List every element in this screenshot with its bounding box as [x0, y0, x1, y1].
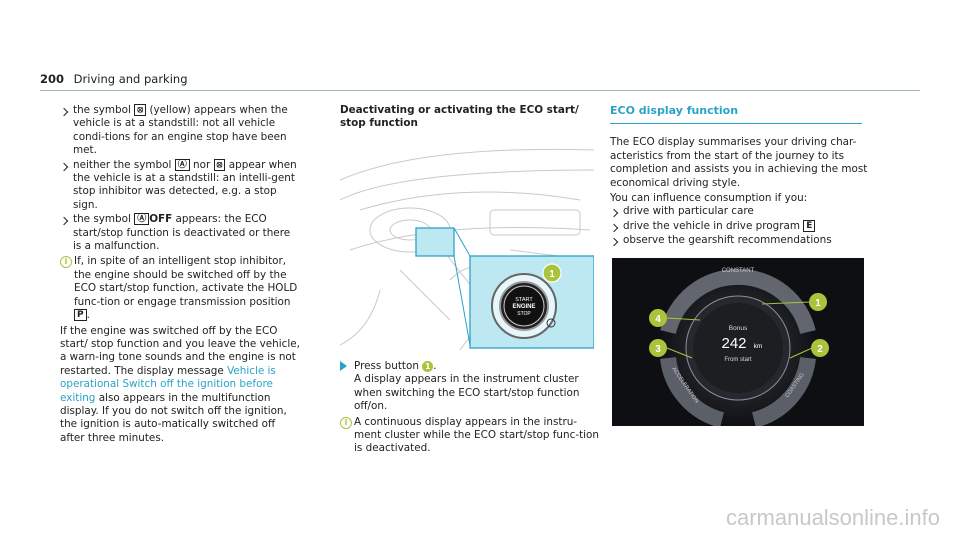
- button-text-stop: STOP: [517, 311, 531, 317]
- page-header: 200 Driving and parking: [40, 72, 188, 86]
- paragraph: The ECO display summarises your driving …: [610, 136, 868, 189]
- eco-icon: Ⓐ: [134, 213, 150, 226]
- instruction-step: Press button 1. A display appears in the…: [340, 360, 602, 414]
- list-item: neither the symbol Ⓐ nor ⦻ appear when t…: [60, 158, 300, 213]
- page-number: 200: [40, 72, 65, 86]
- display-message-link: Vehicle is operational Switch off the ig…: [60, 364, 276, 404]
- eco-yellow-icon: ⦻: [134, 104, 147, 116]
- list-item: drive with particular care: [610, 205, 870, 218]
- eco-yellow-icon: ⦻: [213, 158, 226, 171]
- step-arrow-icon: [340, 361, 347, 371]
- callout-4: 4: [655, 314, 661, 325]
- note: i If, in spite of an intelligent stop in…: [60, 255, 300, 322]
- bonus-sub: From start: [724, 357, 752, 363]
- column-left: the symbol ⦻ (yellow) appears when the v…: [60, 104, 300, 445]
- section-title: ECO display function: [610, 104, 739, 117]
- watermark: carmanualsonline.info: [725, 505, 940, 530]
- drive-program-icon: E: [803, 219, 816, 232]
- note: i A continuous display appears in the in…: [340, 416, 602, 456]
- bonus-label: Bonus: [729, 325, 748, 332]
- column-middle: Deactivating or activating the ECO start…: [340, 104, 600, 145]
- button-text-start: START: [515, 297, 533, 303]
- list-item: observe the gearshift recommendations: [610, 234, 870, 247]
- callout-1: 1: [549, 269, 555, 280]
- column-middle-steps: Press button 1. A display appears in the…: [340, 352, 602, 456]
- eco-display-image: CONSTANT ACCELERATION COASTING Bonus 242…: [612, 258, 864, 426]
- button-text-engine: ENGINE: [512, 304, 535, 310]
- bonus-value: 242: [721, 335, 746, 352]
- callout-1: 1: [815, 298, 821, 309]
- column-right: ECO display function The ECO display sum…: [610, 104, 870, 249]
- section-underline: [610, 123, 862, 125]
- info-icon: i: [340, 416, 352, 429]
- paragraph: You can influence consumption if you:: [610, 192, 808, 205]
- interior-illustration: START ENGINE STOP 1: [340, 140, 594, 350]
- paragraph: If the engine was switched off by the EC…: [60, 324, 300, 444]
- park-position-icon: P: [74, 309, 87, 322]
- bonus-unit: km: [754, 343, 763, 350]
- section-heading: Deactivating or activating the ECO start…: [340, 104, 579, 130]
- page-header-title: Driving and parking: [73, 72, 188, 86]
- info-icon: i: [60, 256, 72, 269]
- callout-3: 3: [655, 344, 661, 355]
- callout-badge: 1: [422, 360, 434, 372]
- header-divider: [40, 90, 920, 91]
- callout-2: 2: [817, 344, 823, 355]
- eco-icon: Ⓐ: [174, 158, 190, 171]
- label-constant: CONSTANT: [722, 268, 755, 274]
- list-item: drive the vehicle in drive program E: [610, 219, 870, 233]
- list-item: the symbol ⦻ (yellow) appears when the v…: [60, 104, 300, 158]
